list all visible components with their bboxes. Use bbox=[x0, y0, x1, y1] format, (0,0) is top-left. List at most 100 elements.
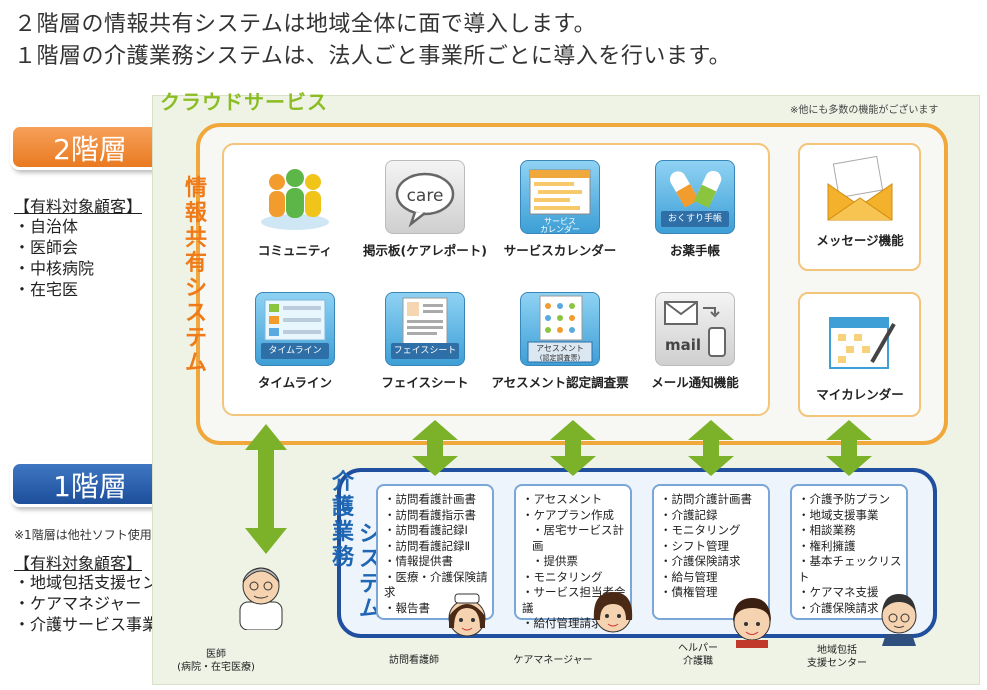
list-item: 訪問介護計画書 bbox=[660, 492, 764, 508]
person-label-care-manager: ケアマネージャー bbox=[508, 654, 598, 667]
svg-text:アセスメント: アセスメント bbox=[536, 344, 584, 353]
layer1-note: ※1階層は他社ソフト使用可能 bbox=[14, 528, 176, 542]
list-item: モニタリング bbox=[522, 570, 626, 586]
feature-message: メッセージ機能 bbox=[790, 150, 930, 249]
list-item: 基本チェックリスト bbox=[798, 554, 902, 585]
list-item: 債権管理 bbox=[660, 585, 764, 601]
task-box-home-care: 訪問介護計画書 介護記録 モニタリング シフト管理 介護保険請求 給与管理 債権… bbox=[652, 484, 770, 620]
person-name: ケアマネージャー bbox=[513, 655, 593, 666]
list-item: 中核病院 bbox=[14, 258, 94, 279]
title-char: 情 bbox=[184, 176, 207, 201]
icon-caption: おくすり手帳 bbox=[661, 211, 729, 227]
title-char: ス bbox=[184, 301, 207, 326]
feature-label: タイムライン bbox=[257, 375, 333, 390]
feature-mail-notification: mail メール通知機能 bbox=[625, 292, 765, 391]
person-name: 医師 bbox=[206, 649, 226, 660]
helper-avatar bbox=[733, 598, 771, 648]
title-char: 共 bbox=[184, 226, 207, 251]
care-manager-avatar bbox=[593, 592, 633, 633]
feature-face-sheet: フェイスシート フェイスシート bbox=[355, 292, 495, 391]
svg-text:care: care bbox=[407, 186, 444, 206]
list-item: 介護予防プラン bbox=[798, 492, 902, 508]
feature-label: 掲示板(ケアレポート) bbox=[363, 243, 487, 258]
person-sub: (病院・在宅医療) bbox=[177, 662, 255, 673]
feature-label: メール通知機能 bbox=[651, 375, 739, 390]
double-arrow-2 bbox=[550, 420, 596, 476]
list-item: 介護保険請求 bbox=[798, 601, 902, 617]
title-char: 護 bbox=[331, 495, 354, 520]
feature-medicine-notebook: おくすり手帳 お薬手帳 bbox=[625, 160, 765, 259]
heading-line-1: ２階層の情報共有システムは地域全体に面で導入します。 bbox=[14, 12, 597, 37]
person-sub: 支援センター bbox=[807, 658, 867, 669]
double-arrow-3 bbox=[688, 420, 734, 476]
feature-my-calendar: マイカレンダー bbox=[790, 304, 930, 403]
layer1-badge: 1階層 bbox=[10, 461, 170, 507]
service-calendar-icon: サービス カレンダー bbox=[520, 160, 600, 234]
list-item: 給与管理 bbox=[660, 570, 764, 586]
list-item: 給付管理請求 bbox=[522, 616, 626, 632]
person-label-community-center: 地域包括 支援センター bbox=[802, 644, 872, 670]
list-item: 居宅サービス計画 bbox=[522, 523, 626, 554]
list-item: アセスメント bbox=[522, 492, 626, 508]
feature-label: フェイスシート bbox=[381, 375, 469, 390]
list-item: ケアマネ支援 bbox=[798, 585, 902, 601]
list-item: 介護保険請求 bbox=[660, 554, 764, 570]
svg-text:(認定調査票): (認定調査票) bbox=[540, 353, 581, 362]
title-char: 有 bbox=[184, 251, 207, 276]
task-box-community-center: 介護予防プラン 地域支援事業 相談業務 権利擁護 基本チェックリスト ケアマネ支… bbox=[790, 484, 908, 620]
feature-label: コミュニティ bbox=[257, 243, 333, 258]
assessment-sheet-icon: アセスメント (認定調査票) bbox=[520, 292, 600, 366]
feature-label: マイカレンダー bbox=[816, 387, 904, 402]
icon-caption: タイムライン bbox=[261, 343, 329, 359]
title-char: ム bbox=[184, 351, 207, 376]
my-calendar-icon bbox=[820, 304, 900, 378]
person-label-doctor: 医師 (病院・在宅医療) bbox=[176, 648, 256, 674]
list-item: 訪問看護記録Ⅰ bbox=[384, 523, 488, 539]
double-arrow-doctor bbox=[245, 424, 287, 554]
person-name: 訪問看護師 bbox=[389, 655, 439, 666]
community-center-staff-avatar bbox=[881, 594, 917, 646]
person-name: 地域包括 bbox=[817, 645, 857, 656]
feature-timeline: タイムライン タイムライン bbox=[225, 292, 365, 391]
care-work-system-title-b: シ ス テ ム bbox=[357, 522, 383, 622]
task-box-care-manager: アセスメント ケアプラン作成 居宅サービス計画 提供票 モニタリング サービス担… bbox=[514, 484, 632, 630]
care-work-system-title-a: 介 護 業 務 bbox=[330, 470, 356, 570]
list-item: 地域支援事業 bbox=[798, 508, 902, 524]
title-char: シ bbox=[184, 276, 207, 301]
info-sharing-system-title: 情 報 共 有 シ ス テ ム bbox=[183, 176, 209, 376]
list-item: 情報提供書 bbox=[384, 554, 488, 570]
envelope-message-icon bbox=[820, 150, 900, 224]
list-item: 介護サービス事業者 bbox=[14, 614, 190, 635]
double-arrow-1 bbox=[412, 420, 458, 476]
care-speech-bubble-icon: care bbox=[385, 160, 465, 234]
person-name: ヘルパー bbox=[678, 643, 718, 654]
person-sub: 介護職 bbox=[683, 656, 713, 667]
title-char: 介 bbox=[331, 470, 354, 495]
title-char: 報 bbox=[184, 201, 207, 226]
list-item: 医師会 bbox=[14, 237, 94, 258]
list-item: 訪問看護記録Ⅱ bbox=[384, 539, 488, 555]
heading-line-2: １階層の介護業務システムは、法人ごと事業所ごとに導入を行います。 bbox=[14, 44, 732, 69]
list-item: 報告書 bbox=[384, 601, 488, 617]
list-item: 在宅医 bbox=[14, 279, 94, 300]
nurse-avatar bbox=[448, 593, 486, 637]
title-char: 業 bbox=[331, 520, 354, 545]
feature-assessment: アセスメント (認定調査票) アセスメント認定調査票 bbox=[490, 292, 630, 391]
feature-label: メッセージ機能 bbox=[816, 233, 904, 248]
list-item: 提供票 bbox=[522, 554, 626, 570]
title-char: ス bbox=[358, 547, 381, 572]
feature-community: コミュニティ bbox=[225, 160, 365, 259]
cloud-note: ※他にも多数の機能がございます bbox=[790, 105, 939, 116]
list-item: シフト管理 bbox=[660, 539, 764, 555]
feature-label: アセスメント認定調査票 bbox=[491, 375, 629, 390]
medicine-capsule-icon: おくすり手帳 bbox=[655, 160, 735, 234]
list-item: 医療・介護保険請求 bbox=[384, 570, 488, 601]
title-char: テ bbox=[184, 326, 207, 351]
layer2-customer-list: 自治体 医師会 中核病院 在宅医 bbox=[14, 216, 94, 300]
list-item: ケアマネジャー bbox=[14, 593, 190, 614]
list-item: 権利擁護 bbox=[798, 539, 902, 555]
person-label-nurse: 訪問看護師 bbox=[376, 654, 452, 667]
list-item: 訪問看護指示書 bbox=[384, 508, 488, 524]
icon-caption: フェイスシート bbox=[391, 343, 459, 359]
mail-notification-icon: mail bbox=[655, 292, 735, 366]
